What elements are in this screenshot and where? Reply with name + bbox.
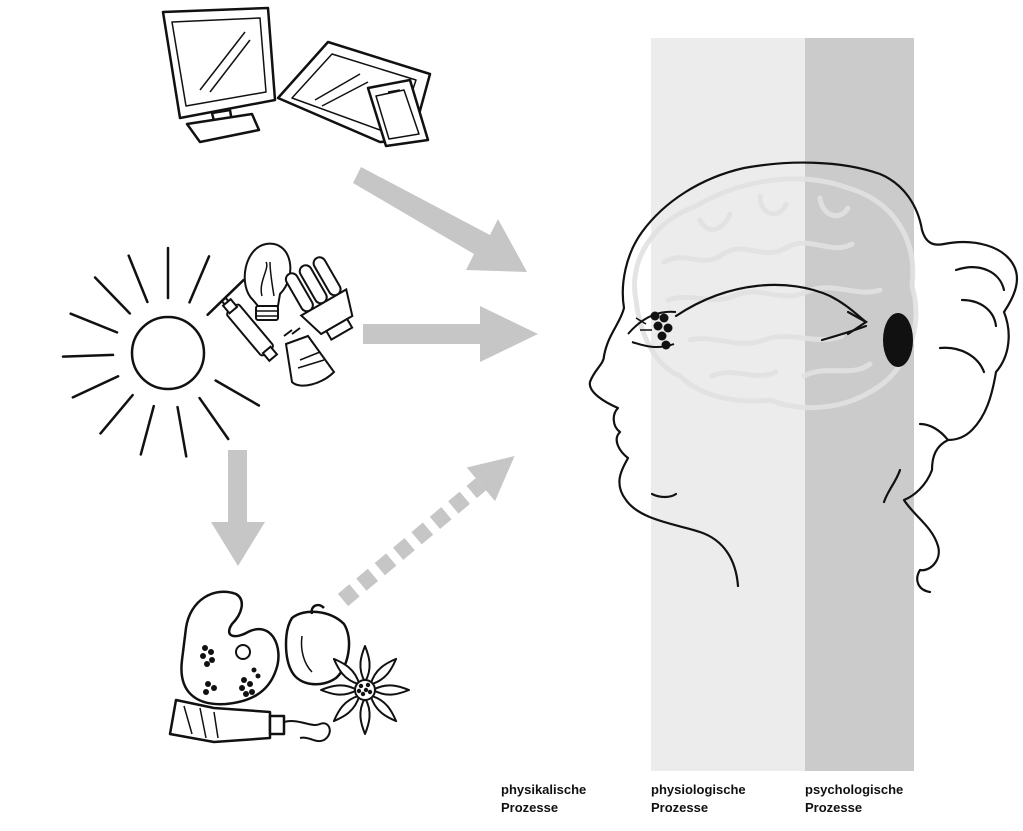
paint-palette-icon: [180, 590, 280, 706]
caption-psychological-line1: psychologische: [805, 782, 904, 797]
visual-cortex-spot: [883, 313, 913, 367]
caption-physiological: physiologische Prozesse: [651, 781, 746, 817]
caption-psychological: psychologische Prozesse: [805, 781, 903, 817]
signal-arrow: [674, 283, 869, 342]
fluorescent-tube-icon: [221, 297, 279, 363]
arrow-objects-to-eye-dashed: [337, 456, 515, 607]
caption-physical-line2: Prozesse: [501, 800, 559, 815]
smartphone-icon: [366, 78, 430, 148]
halogen-spot-icon: [283, 327, 336, 387]
caption-psychological-line2: Prozesse: [805, 800, 863, 815]
caption-physiological-line2: Prozesse: [651, 800, 709, 815]
brain-icon: [632, 176, 919, 410]
head-profile-icon: [588, 161, 1019, 594]
caption-physiological-line1: physiologische: [651, 782, 746, 797]
arrow-light-to-eye: [363, 306, 538, 362]
arrow-screens-to-eye: [353, 167, 527, 272]
arrow-light-to-objects: [211, 450, 265, 566]
eye-icon: [627, 310, 677, 350]
caption-physical: physikalische Prozesse: [501, 781, 586, 817]
light-bulb-icon: [243, 242, 292, 321]
caption-physical-line1: physikalische: [501, 782, 587, 797]
monitor-icon: [161, 6, 277, 144]
sun-icon: [61, 246, 261, 458]
paint-tube-icon: [168, 698, 331, 744]
flower-icon: [320, 645, 410, 735]
pepper-icon: [284, 603, 351, 686]
compact-fluorescent-lamp-icon: [284, 256, 354, 342]
